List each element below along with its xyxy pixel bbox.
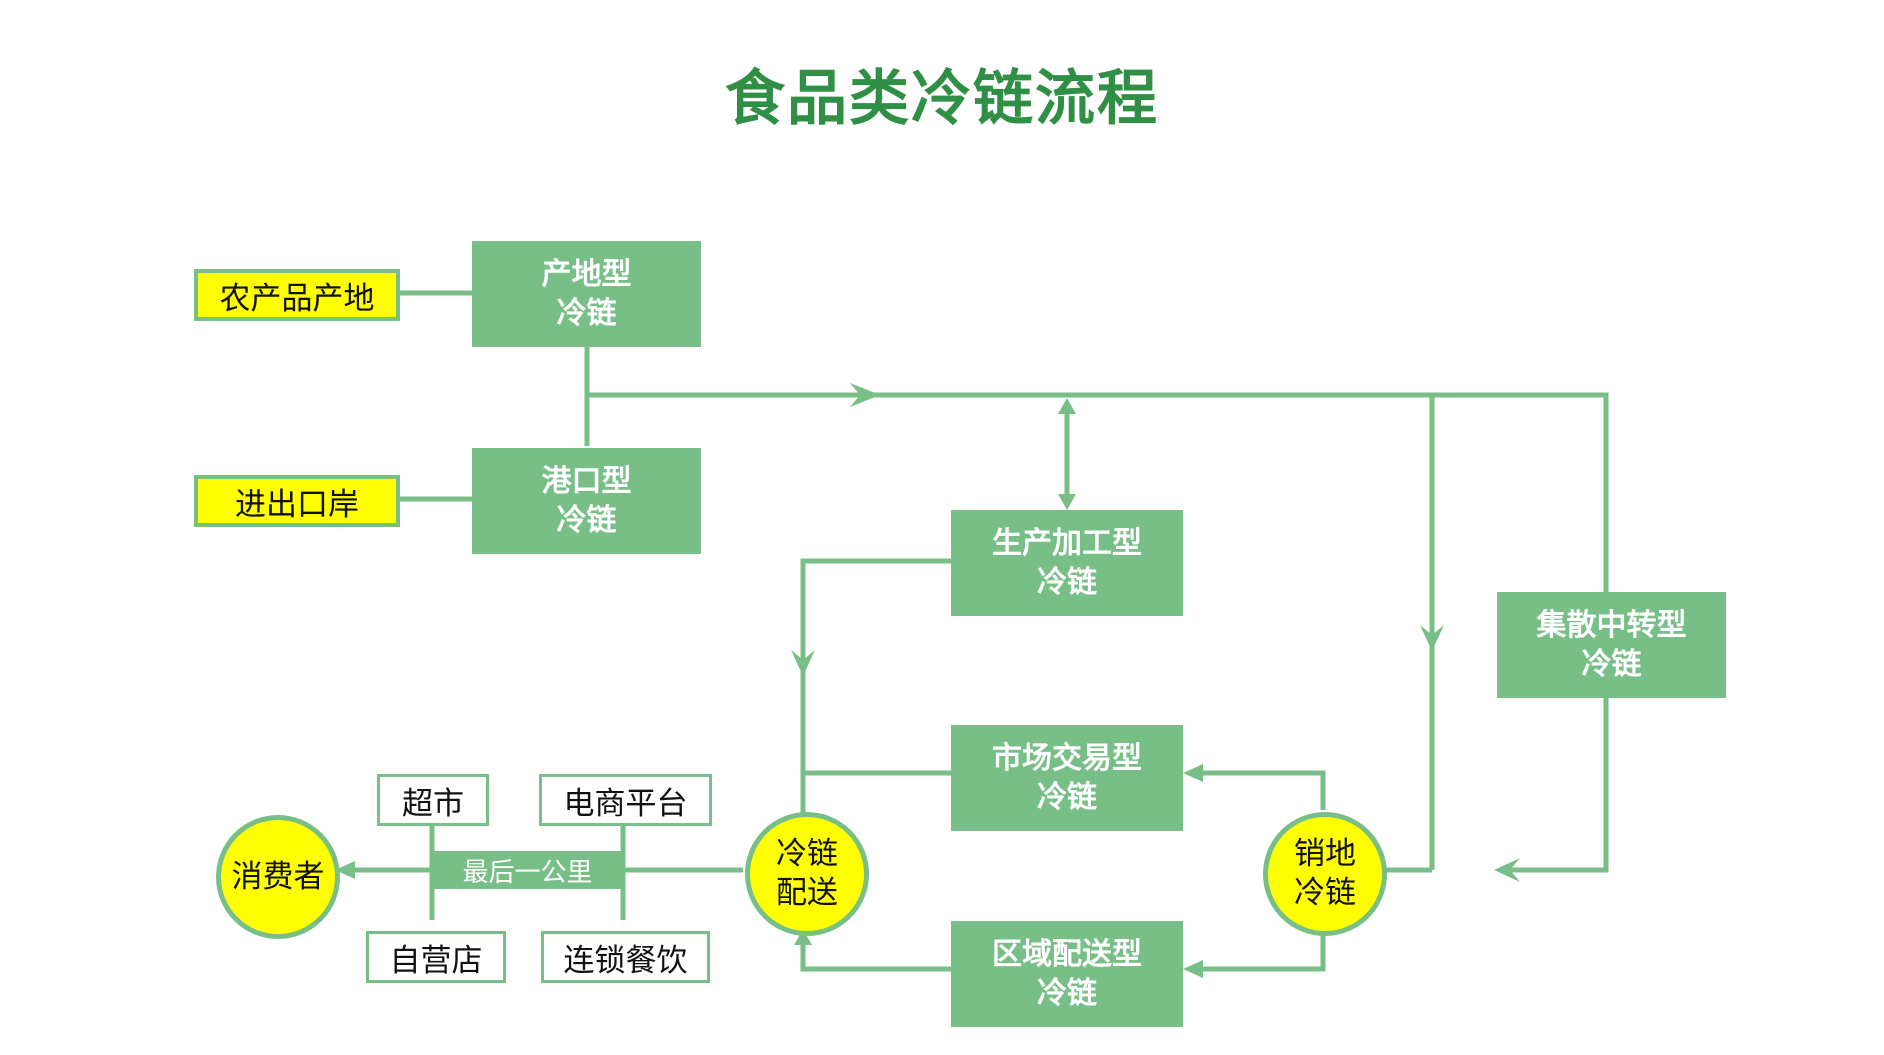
market-cold-chain-line1: 市场交易型	[992, 741, 1142, 776]
page-title: 食品类冷链流程	[725, 64, 1159, 134]
port-cold-chain-box: 港口型 冷链	[472, 448, 701, 554]
distribution-node-line1: 冷链	[776, 836, 838, 872]
arrow-trunk-right	[850, 383, 880, 407]
source-farm: 农产品产地	[194, 269, 400, 321]
port-cold-chain-line2: 冷链	[556, 503, 617, 538]
regional-cold-chain-box: 区域配送型 冷链	[951, 921, 1183, 1027]
destination-node-line1: 销地	[1294, 836, 1356, 872]
processing-to-distribution-line	[800, 558, 951, 815]
channel-supermarket: 超市	[377, 774, 489, 826]
processing-cold-chain-line1: 生产加工型	[992, 526, 1142, 561]
regional-to-distribution-line	[800, 943, 951, 972]
arrow-into-regional	[1183, 960, 1203, 978]
destination-node-line2: 冷链	[1294, 875, 1356, 911]
arrow-into-consumer	[335, 861, 355, 879]
distribution-node-line2: 配送	[776, 875, 838, 911]
distribution-node: 冷链 配送	[745, 812, 869, 936]
destination-to-market-line	[1193, 770, 1326, 810]
arrow-processing-down	[1058, 494, 1076, 510]
channel-ecommerce: 电商平台	[539, 774, 712, 826]
destination-to-regional-line	[1193, 935, 1326, 972]
hub-cold-chain-box: 集散中转型 冷链	[1497, 592, 1726, 698]
consumer-node: 消费者	[216, 815, 340, 939]
hub-cold-chain-line1: 集散中转型	[1536, 608, 1687, 643]
hub-cold-chain-line2: 冷链	[1581, 647, 1642, 682]
processing-cold-chain-line2: 冷链	[1037, 565, 1097, 600]
channel-chain-restaurant: 连锁餐饮	[541, 931, 710, 983]
origin-cold-chain-box: 产地型 冷链	[472, 241, 701, 347]
origin-cold-chain-line2: 冷链	[556, 296, 617, 331]
arrow-processing-down-chevron	[791, 650, 815, 676]
regional-cold-chain-line1: 区域配送型	[992, 937, 1142, 972]
consumer-node-label: 消费者	[231, 858, 325, 895]
arrow-return-left-chevron	[1494, 858, 1520, 882]
port-cold-chain-line1: 港口型	[541, 464, 632, 499]
regional-cold-chain-line2: 冷链	[1037, 976, 1097, 1011]
market-cold-chain-box: 市场交易型 冷链	[951, 725, 1183, 831]
arrow-processing-up	[1058, 398, 1076, 414]
last-mile-label: 最后一公里	[432, 851, 623, 889]
market-cold-chain-line2: 冷链	[1037, 780, 1097, 815]
processing-cold-chain-box: 生产加工型 冷链	[951, 510, 1183, 616]
arrow-into-distribution	[794, 929, 812, 945]
channel-self-store: 自营店	[366, 931, 506, 983]
origin-cold-chain-line1: 产地型	[541, 257, 632, 292]
source-port: 进出口岸	[194, 475, 400, 527]
destination-node: 销地 冷链	[1263, 812, 1387, 936]
arrow-into-market	[1183, 764, 1203, 782]
arrow-trunk-down-chevron	[1420, 625, 1444, 651]
